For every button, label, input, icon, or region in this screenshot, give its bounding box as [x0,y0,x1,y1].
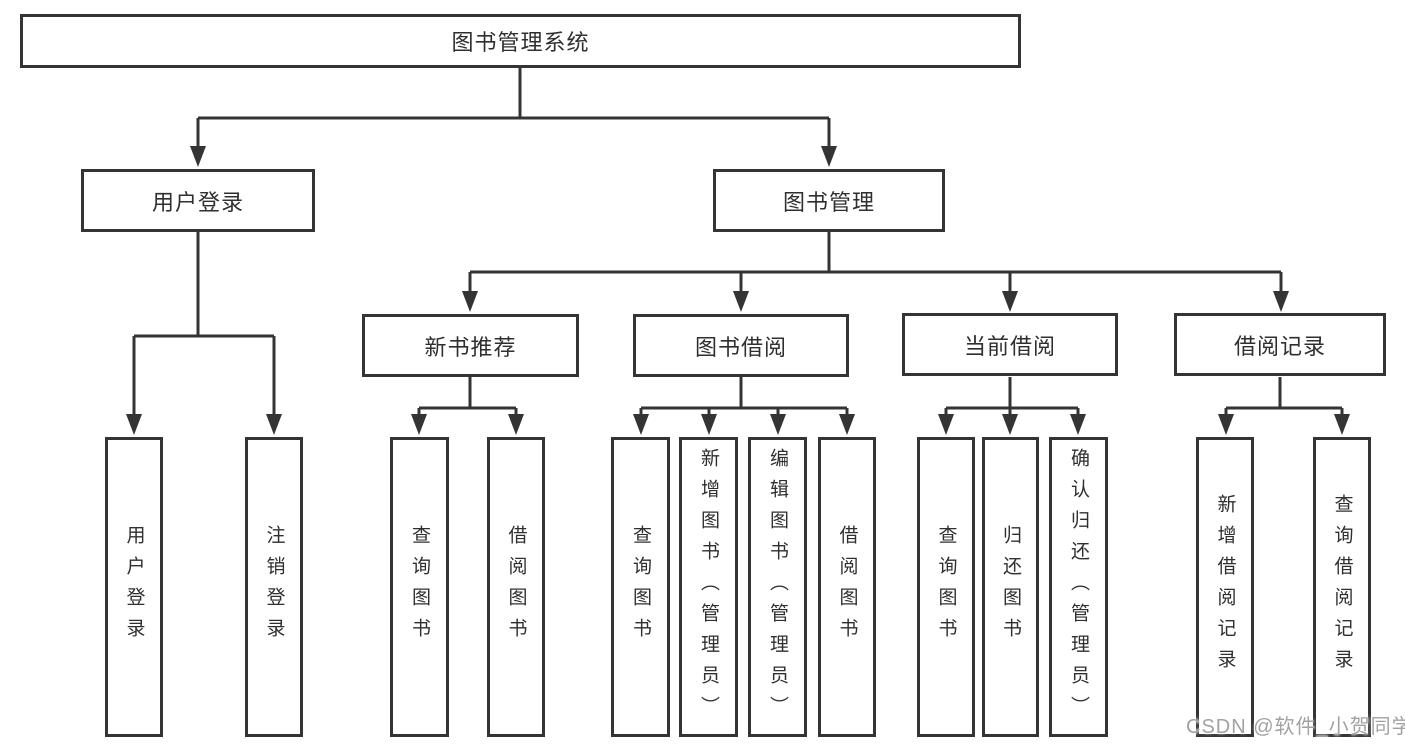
leaf-current-query-books-label: 查询图书 [935,525,957,649]
leaf-records-query-record-label: 查询借阅记录 [1331,494,1353,680]
arrow-down-icon [839,414,855,435]
leaf-borrowing-edit-books-admin: 编辑图书（管理员） [748,437,807,737]
arrow-down-icon [1273,291,1289,312]
node-user-login-label: 用户登录 [151,189,244,215]
leaf-borrowing-query-books: 查询图书 [611,437,670,737]
leaf-recommend-query-books: 查询图书 [390,437,449,737]
arrow-down-icon [266,414,282,435]
connector-book-management-to-level3 [468,232,1283,293]
arrow-down-icon [411,414,427,435]
node-user-login: 用户登录 [81,169,315,232]
leaf-borrowing-borrow-books: 借阅图书 [818,437,876,737]
connector-root-to-level2 [196,68,831,148]
leaf-logout-label: 注销登录 [263,525,285,649]
leaf-recommend-borrow-books-label: 借阅图书 [505,525,527,649]
arrow-down-icon [701,414,717,435]
leaf-current-return-books-label: 归还图书 [1000,525,1021,649]
leaf-recommend-query-books-label: 查询图书 [409,525,430,649]
node-book-borrowing: 图书借阅 [633,314,849,377]
connector-new-book-to-leaves [417,377,518,417]
arrow-down-icon [733,291,749,312]
leaf-records-add-record-label: 新增借阅记录 [1214,494,1236,680]
arrow-down-icon [938,414,954,435]
leaf-borrowing-borrow-books-label: 借阅图书 [836,525,858,649]
leaf-borrowing-edit-books-admin-label: 编辑图书（管理员） [767,447,788,727]
arrow-down-icon [633,414,649,435]
arrow-down-icon [462,291,478,312]
node-new-book-recommendation-label: 新书推荐 [424,334,517,360]
node-borrowing-records: 借阅记录 [1174,313,1386,376]
node-book-management-label: 图书管理 [782,189,875,215]
arrow-down-icon [1334,414,1350,435]
arrow-down-icon [508,414,524,435]
leaf-records-add-record: 新增借阅记录 [1196,437,1254,737]
leaf-current-return-books: 归还图书 [982,437,1039,737]
leaf-recommend-borrow-books: 借阅图书 [487,437,545,737]
arrow-down-icon [1070,414,1086,435]
arrow-down-icon [770,414,786,435]
leaf-user-login-label: 用户登录 [123,525,145,649]
connector-current-borrowing-to-leaves [944,377,1080,417]
leaf-user-login: 用户登录 [105,437,163,737]
leaf-current-confirm-return-admin-label: 确认归还（管理员） [1068,447,1089,727]
arrow-down-icon [126,414,142,435]
leaf-logout: 注销登录 [245,437,303,737]
arrow-down-icon [190,146,206,167]
leaf-borrowing-add-books-admin-label: 新增图书（管理员） [698,447,719,727]
leaf-records-query-record: 查询借阅记录 [1313,437,1371,737]
arrow-down-icon [1218,414,1234,435]
connector-book-borrowing-to-leaves [639,377,849,417]
node-book-borrowing-label: 图书借阅 [694,334,787,360]
node-new-book-recommendation: 新书推荐 [362,314,579,377]
node-current-borrowing: 当前借阅 [902,313,1118,376]
arrow-down-icon [1002,414,1018,435]
node-root: 图书管理系统 [20,14,1021,68]
leaf-borrowing-add-books-admin: 新增图书（管理员） [679,437,738,737]
watermark: CSDN @软件_小贺同学 [1186,716,1405,738]
node-borrowing-records-label: 借阅记录 [1233,333,1326,359]
leaf-borrowing-query-books-label: 查询图书 [630,525,651,649]
arrow-down-icon [821,146,837,167]
leaf-current-query-books: 查询图书 [917,437,975,737]
node-root-label: 图书管理系统 [451,30,590,55]
arrow-down-icon [1002,291,1018,312]
leaf-current-confirm-return-admin: 确认归还（管理员） [1049,437,1108,737]
node-book-management: 图书管理 [713,169,945,232]
connector-user-login-to-leaves [132,232,276,416]
node-current-borrowing-label: 当前借阅 [963,333,1056,359]
connector-borrowing-records-to-leaves [1224,377,1344,417]
